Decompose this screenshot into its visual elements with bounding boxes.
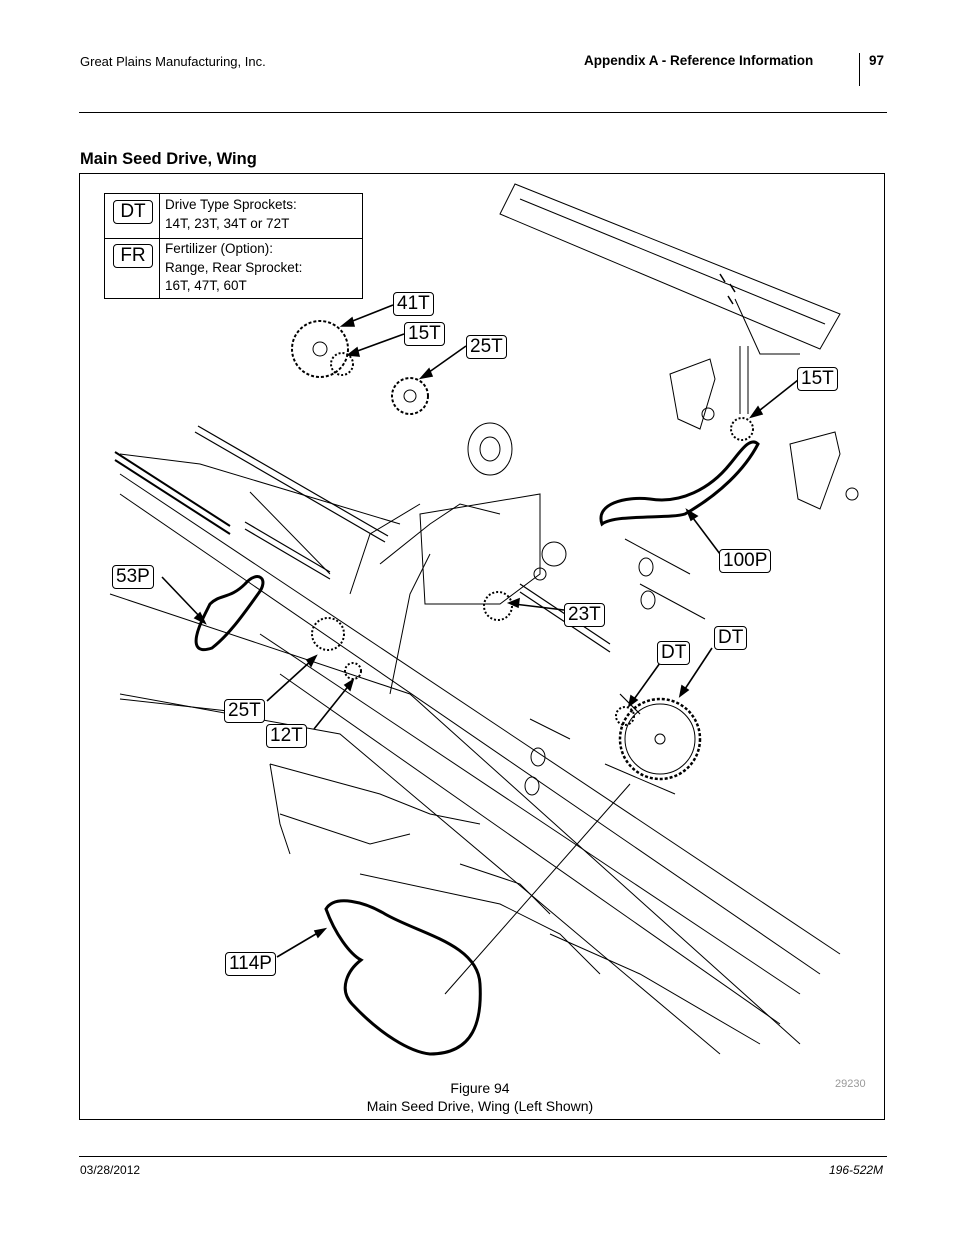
exploded-parts-drawing (109, 183, 859, 1056)
sprocket-25t-top (391, 377, 429, 415)
seed-meter-upper (669, 358, 716, 430)
toolbar-beams (109, 453, 841, 1055)
clutch-hub (467, 422, 513, 476)
callout-15t: 15T (404, 322, 445, 346)
header-section: Appendix A - Reference Information (584, 53, 814, 68)
section-title: Main Seed Drive, Wing (80, 150, 257, 168)
bolt-stack (524, 538, 706, 796)
legend-text: Drive Type Sprockets: 14T, 23T, 34T or 7… (165, 197, 297, 231)
callout-100p: 100P (719, 549, 772, 573)
footer-date: 03/28/2012 (80, 1163, 141, 1177)
chain-53p (194, 575, 265, 651)
header-company: Great Plains Manufacturing, Inc. (80, 54, 266, 69)
footer-doc-number: 196-522M (829, 1163, 884, 1177)
drive-bracket (349, 493, 567, 695)
seed-meter-lower (789, 431, 859, 510)
callout-25t: 25T (224, 699, 265, 723)
lower-frame (269, 763, 761, 1045)
legend-row: FR Fertilizer (Option): Range, Rear Spro… (105, 238, 362, 299)
callout-114p: 114P (225, 952, 276, 976)
legend-text: Fertilizer (Option): Range, Rear Sprocke… (165, 241, 303, 293)
callout-53p: 53P (112, 565, 154, 589)
figure-caption: Figure 94 Main Seed Drive, Wing (Left Sh… (280, 1079, 680, 1115)
legend-row: DT Drive Type Sprockets: 14T, 23T, 34T o… (105, 194, 362, 239)
header-divider (859, 53, 860, 86)
legend-code-box: FR (113, 244, 153, 268)
sprocket-25t-left (311, 617, 345, 651)
sprocket-41t (291, 320, 349, 378)
callout-25t: 25T (466, 335, 507, 359)
shafts (114, 425, 641, 715)
chain-100p (599, 440, 760, 527)
callout-23t: 23T (564, 603, 605, 627)
legend-code-box: DT (113, 200, 153, 224)
header-rule (79, 112, 887, 113)
footer-rule (79, 1156, 887, 1157)
figure-title: Main Seed Drive, Wing (Left Shown) (366, 1098, 594, 1114)
callout-12t: 12T (266, 724, 307, 748)
upper-frame-channel (499, 183, 841, 414)
callout-15t: 15T (797, 367, 838, 391)
legend-table: DT Drive Type Sprockets: 14T, 23T, 34T o… (104, 193, 363, 299)
drawing-number: 29230 (835, 1078, 866, 1090)
callout-41t: 41T (393, 292, 434, 316)
figure-number: Figure 94 (450, 1080, 510, 1096)
sprocket-15t-top (330, 352, 354, 376)
sprocket-23t (483, 591, 513, 621)
callout-leaders (161, 304, 799, 958)
figure-frame (79, 173, 885, 1120)
sprocket-12t (344, 662, 362, 680)
callout-dt: DT (657, 641, 691, 665)
legend-divider (159, 194, 160, 298)
callout-dt: DT (714, 626, 748, 650)
sprocket-dt-large (618, 697, 702, 781)
page-number: 97 (869, 53, 885, 68)
chain-114p (324, 899, 482, 1056)
sprocket-15t-right (730, 417, 754, 441)
